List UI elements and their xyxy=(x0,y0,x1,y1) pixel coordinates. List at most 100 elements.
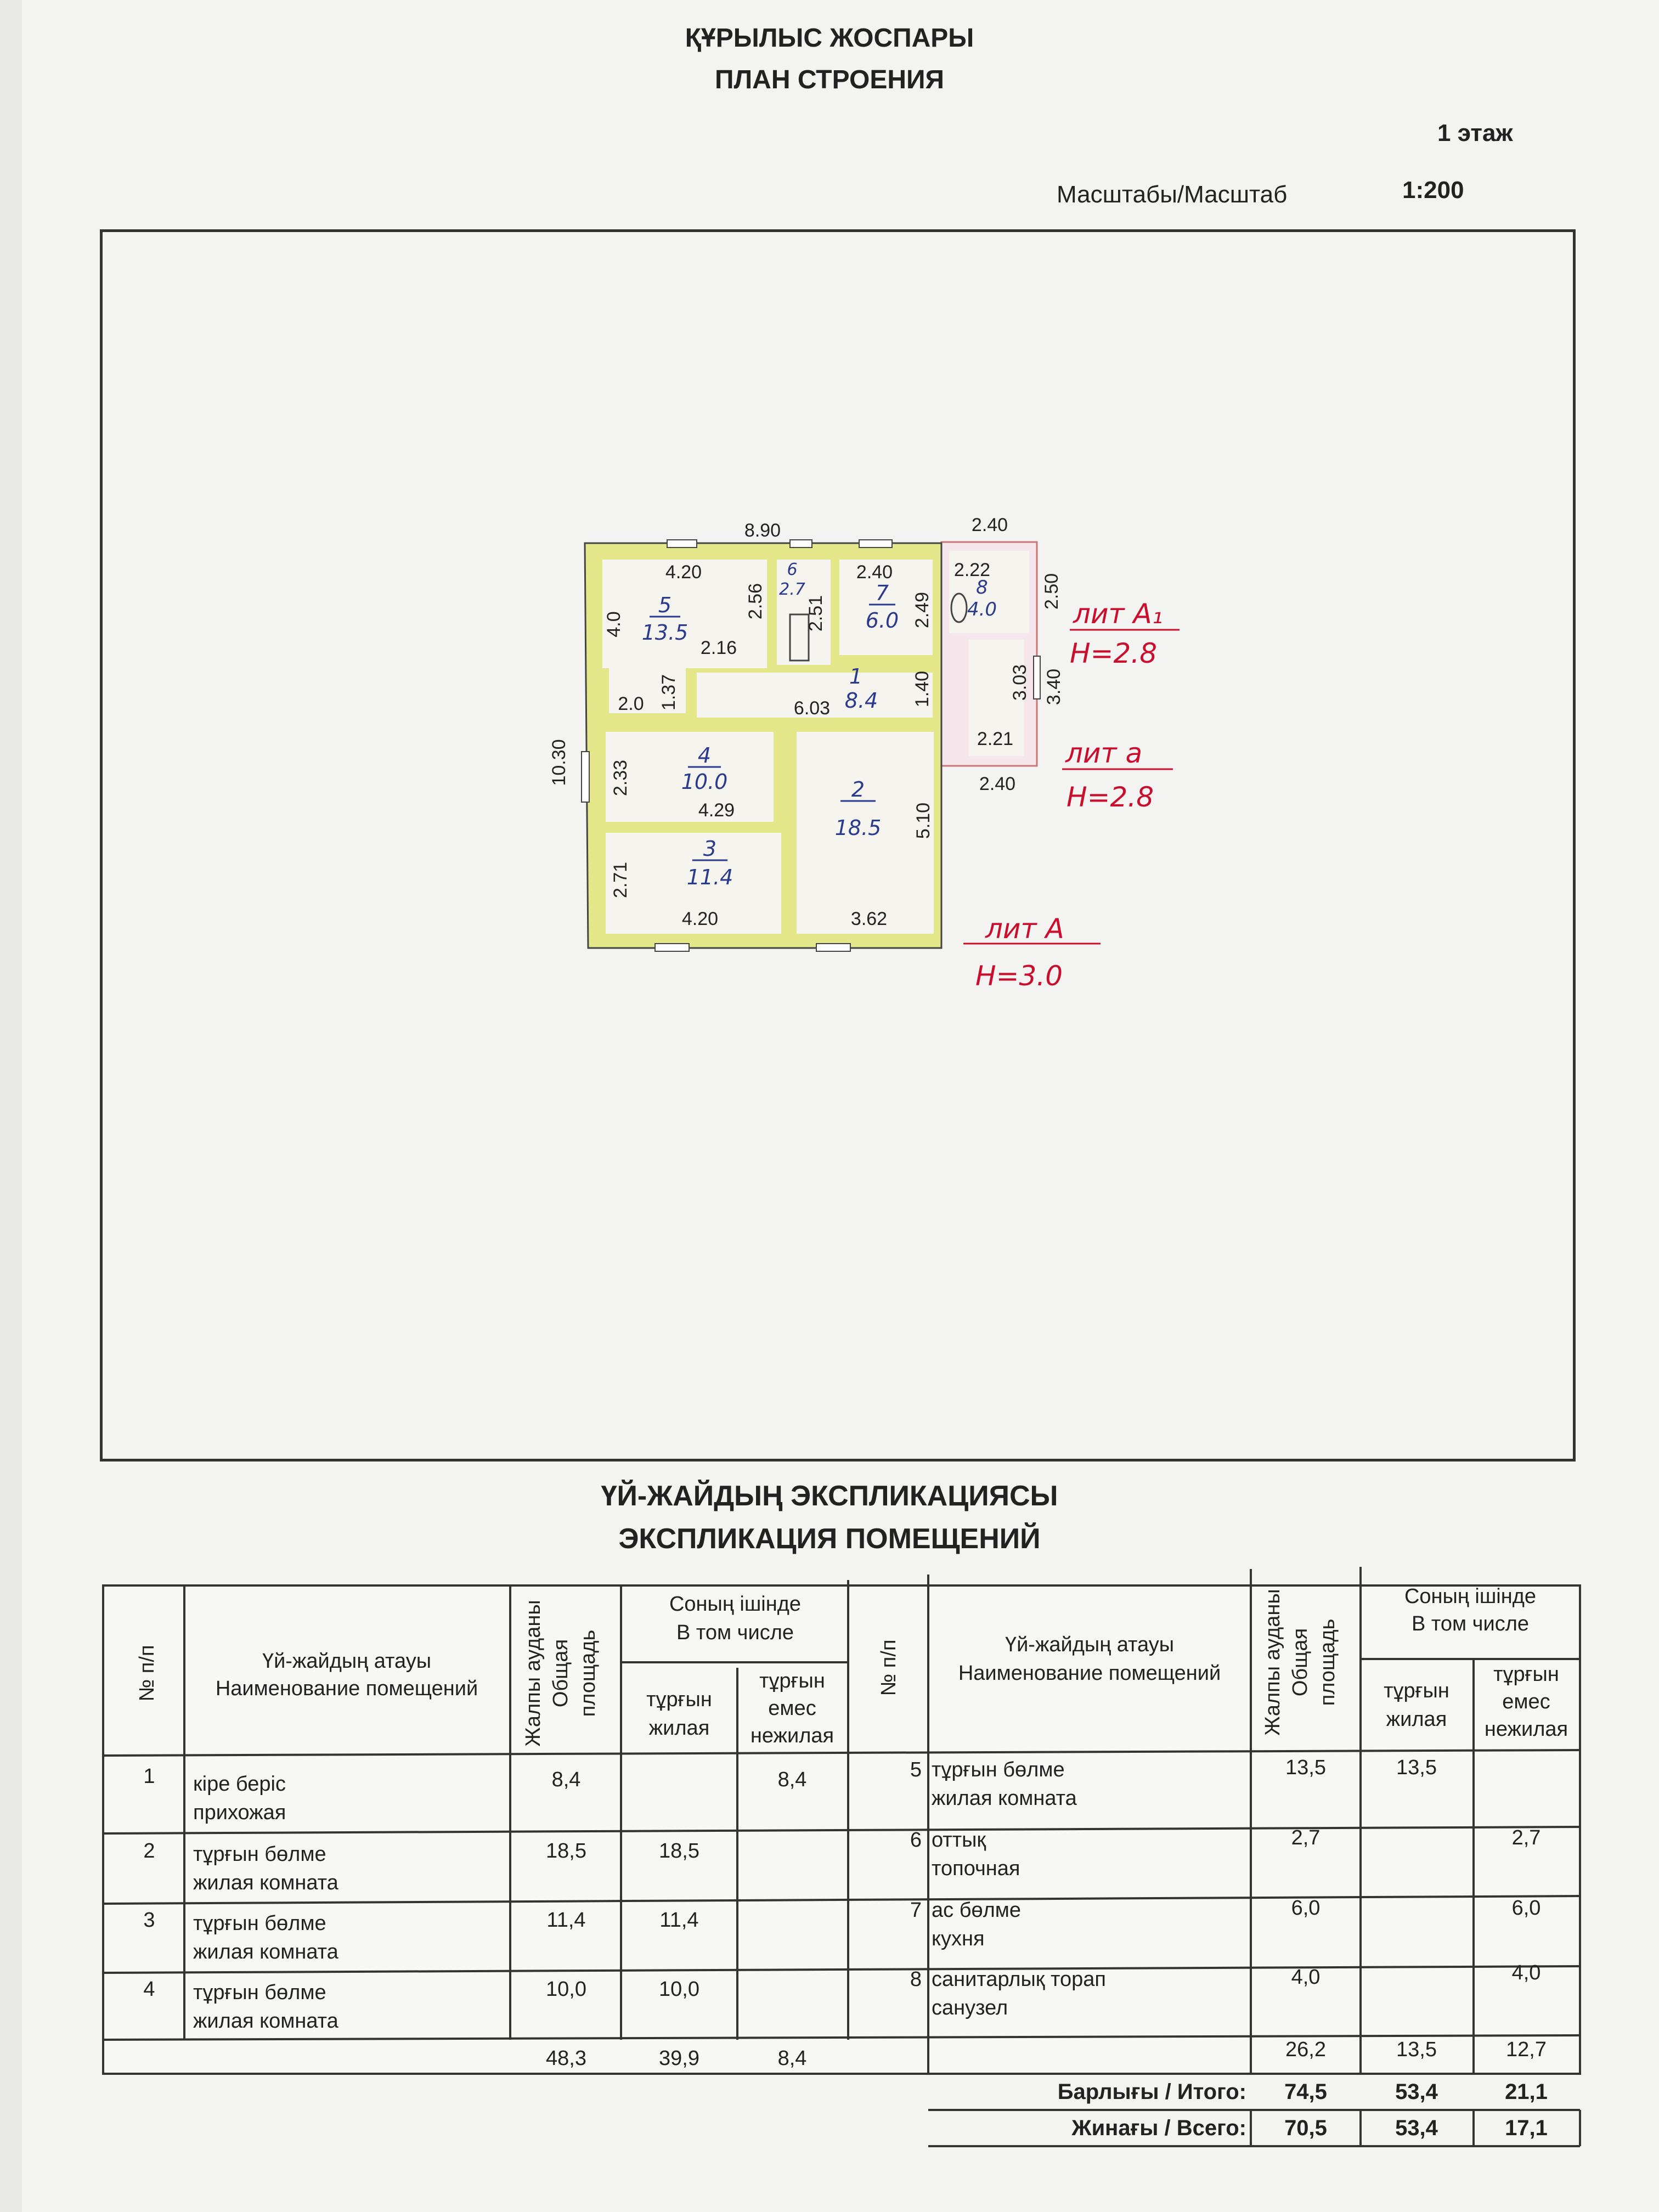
row-num: 3 xyxy=(143,1909,155,1932)
row-total: 11,4 xyxy=(546,1909,585,1932)
row-name-kz: тұрғын бөлме xyxy=(193,1912,326,1935)
row-name-ru: кухня xyxy=(932,1927,985,1950)
dim-ext-bottom: 2.40 xyxy=(979,774,1015,794)
window xyxy=(789,539,812,548)
window xyxy=(816,943,851,952)
room-6-floor xyxy=(777,560,831,665)
window xyxy=(859,539,893,548)
lit-a-height: Н=3.0 xyxy=(975,960,1063,992)
room-5-floor xyxy=(602,560,767,668)
header-total-ru-left: Общая xyxy=(549,1639,572,1707)
dim-r2-h: 5.10 xyxy=(913,803,934,839)
header-name-kz-left: Үй-жайдың атауы xyxy=(262,1650,431,1673)
sum-living: 13,5 xyxy=(1396,2038,1437,2061)
explication-grid xyxy=(102,1567,1581,2111)
row-name-kz: тұрғын бөлме xyxy=(193,1981,326,2004)
sum-nonliving: 12,7 xyxy=(1506,2038,1547,2061)
header-total-kz-left: Жалпы ауданы xyxy=(522,1600,545,1746)
dim-r5-right: 2.56 xyxy=(745,583,766,619)
table-row-sum-right: 26,2 13,5 12,7 xyxy=(1285,2038,1547,2061)
row-living: 13,5 xyxy=(1396,1756,1437,1779)
table-row: 2 тұрғын бөлме жилая комната 18,5 18,5 xyxy=(143,1839,699,1894)
header-nonliving-kz2-left: емес xyxy=(768,1697,816,1720)
dim-top-total: 8.90 xyxy=(744,520,781,541)
dim-ext-top: 2.40 xyxy=(972,515,1008,535)
vsego-row: Жинағы / Всего: 70,5 53,4 17,1 xyxy=(1071,2116,1548,2140)
dim-ext-right: 2.50 xyxy=(1041,573,1062,610)
dim-corridor-w: 6.03 xyxy=(794,698,830,719)
dim-r3-w: 4.20 xyxy=(682,909,718,929)
room-1-area: 8.4 xyxy=(845,689,878,713)
header-living-ru-right: жилая xyxy=(1386,1708,1447,1731)
table-row: 4 тұрғын бөлме жилая комната 10,0 10,0 xyxy=(143,1978,699,2033)
row-name-ru: прихожая xyxy=(193,1801,286,1824)
header-num-right: № п/п xyxy=(877,1639,900,1696)
room-4-area: 10.0 xyxy=(681,770,728,794)
explication-section: ҮЙ-ЖАЙДЫҢ ЭКСПЛИКАЦИЯСЫ ЭКСПЛИКАЦИЯ ПОМЕ… xyxy=(102,1480,1581,2147)
vsego-living: 53,4 xyxy=(1395,2116,1438,2140)
dim-r7-w: 2.40 xyxy=(856,562,893,583)
header-name-ru-left: Наименование помещений xyxy=(216,1677,478,1700)
row-num: 1 xyxy=(143,1765,155,1788)
furnace-fixture xyxy=(789,613,810,662)
header-incl-ru-left: В том числе xyxy=(676,1621,794,1644)
row-name-ru: топочная xyxy=(932,1857,1020,1880)
room-2-area: 18.5 xyxy=(835,816,882,840)
row-total: 6,0 xyxy=(1291,1897,1321,1920)
itogo-label: Барлығы / Итого: xyxy=(1058,2080,1246,2104)
header-total-ru2-right: площадь xyxy=(1316,1619,1339,1706)
sum-total: 26,2 xyxy=(1285,2038,1326,2061)
scale-value: 1:200 xyxy=(1402,177,1464,204)
dim-r4-w: 4.29 xyxy=(698,800,735,821)
row-nonliving: 4,0 xyxy=(1512,1961,1541,1984)
row-living: 10,0 xyxy=(659,1978,699,2001)
dim-r5-door: 1.37 xyxy=(658,674,679,710)
sum-nonliving: 8,4 xyxy=(778,2047,807,2070)
room-7-floor xyxy=(839,560,933,655)
dim-r6-h: 2.51 xyxy=(805,595,826,631)
row-nonliving: 6,0 xyxy=(1512,1897,1541,1920)
row-living: 18,5 xyxy=(659,1839,699,1863)
table-row: 1 кіре беріс прихожая 8,4 8,4 xyxy=(143,1765,806,1824)
room-8-number: 8 xyxy=(976,577,988,599)
header-nonliving-ru-left: нежилая xyxy=(751,1724,834,1747)
row-name-ru: санузел xyxy=(932,1996,1008,2019)
room-5-nook xyxy=(609,668,686,713)
vsego-total: 70,5 xyxy=(1284,2116,1327,2140)
floor-plan: 8.90 2.40 4.20 2.40 2.22 2.16 2.0 6.03 2… xyxy=(549,515,1180,992)
header-incl-ru-right: В том числе xyxy=(1412,1612,1529,1635)
row-name-kz: ас бөлме xyxy=(932,1899,1021,1922)
dim-corridor-h: 1.40 xyxy=(912,671,933,707)
room-2-number: 2 xyxy=(851,777,865,802)
room-7-area: 6.0 xyxy=(866,608,899,633)
itogo-nonliving: 21,1 xyxy=(1505,2080,1548,2104)
itogo-total: 74,5 xyxy=(1284,2080,1327,2104)
window xyxy=(667,539,697,548)
row-name-kz: оттық xyxy=(932,1829,986,1852)
dim-r8-w: 2.22 xyxy=(954,560,990,580)
dim-ext-h: 3.40 xyxy=(1043,669,1064,705)
room-8-floor xyxy=(949,551,1029,633)
dim-r5-w: 4.20 xyxy=(665,562,702,583)
dim-veranda-h: 3.03 xyxy=(1009,664,1030,701)
room-6-area: 2.7 xyxy=(779,580,805,599)
row-name-kz: тұрғын бөлме xyxy=(193,1843,326,1866)
sum-total: 48,3 xyxy=(546,2047,586,2070)
room-3-number: 3 xyxy=(703,837,716,861)
itogo-row: Барлығы / Итого: 74,5 53,4 21,1 xyxy=(1058,2080,1548,2104)
header-incl-kz-left: Соның ішінде xyxy=(669,1593,801,1616)
table-row-sum-left: 48,3 39,9 8,4 xyxy=(546,2047,806,2070)
table-row: 5 тұрғын бөлме жилая комната 13,5 13,5 xyxy=(910,1756,1437,1810)
lit-a-small-label: лит а xyxy=(1065,737,1142,769)
row-num: 4 xyxy=(143,1978,155,2001)
header-name-kz-right: Үй-жайдың атауы xyxy=(1005,1633,1174,1656)
veranda-floor xyxy=(969,640,1024,756)
title-ru: ПЛАН СТРОЕНИЯ xyxy=(714,65,945,94)
header-num-left: № п/п xyxy=(136,1645,159,1701)
row-nonliving: 2,7 xyxy=(1512,1826,1541,1849)
plan-frame xyxy=(100,229,1576,1462)
dim-r4-h: 2.33 xyxy=(610,760,631,796)
dim-r3-h: 2.71 xyxy=(610,862,631,898)
row-name-kz: кіре беріс xyxy=(193,1773,286,1796)
room-4-floor xyxy=(606,732,774,822)
